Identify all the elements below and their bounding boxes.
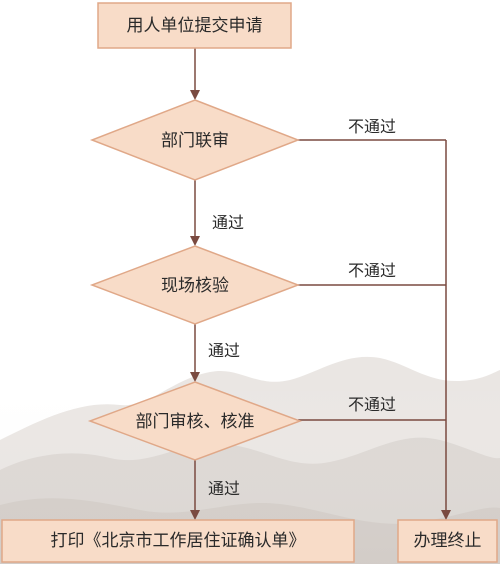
node-end-fail: 办理终止 (397, 519, 498, 563)
decision-2-label: 现场核验 (161, 276, 229, 296)
edge-label-pass-1: 通过 (212, 213, 244, 232)
decision-1-label: 部门联审 (161, 131, 229, 151)
edge-label-pass-3: 通过 (208, 479, 240, 498)
node-decision-3: 部门审核、核准 (87, 381, 303, 461)
end-fail-box (397, 519, 498, 563)
end-fail-label: 办理终止 (414, 531, 482, 551)
edge-label-fail-3: 不通过 (348, 395, 396, 414)
node-end-success: 打印《北京市工作居住证确认单》 (1, 519, 355, 563)
edge-label-fail-1: 不通过 (348, 117, 396, 136)
edge-labels: 通过 通过 通过 不通过 不通过 不通过 (208, 117, 396, 498)
decision-3-label: 部门审核、核准 (136, 412, 255, 432)
edge-label-fail-2: 不通过 (348, 261, 396, 280)
decision-2-diamond (89, 245, 301, 325)
start-label: 用人单位提交申请 (127, 16, 263, 36)
end-success-box (1, 519, 355, 563)
node-start: 用人单位提交申请 (97, 2, 292, 49)
node-decision-1: 部门联审 (89, 99, 301, 181)
edge-label-pass-2: 通过 (208, 341, 240, 360)
connectors (190, 48, 451, 520)
node-decision-2: 现场核验 (89, 245, 301, 325)
decision-3-diamond (87, 381, 303, 461)
decision-1-diamond (89, 99, 301, 181)
start-box (97, 2, 292, 49)
end-success-label: 打印《北京市工作居住证确认单》 (51, 531, 306, 551)
